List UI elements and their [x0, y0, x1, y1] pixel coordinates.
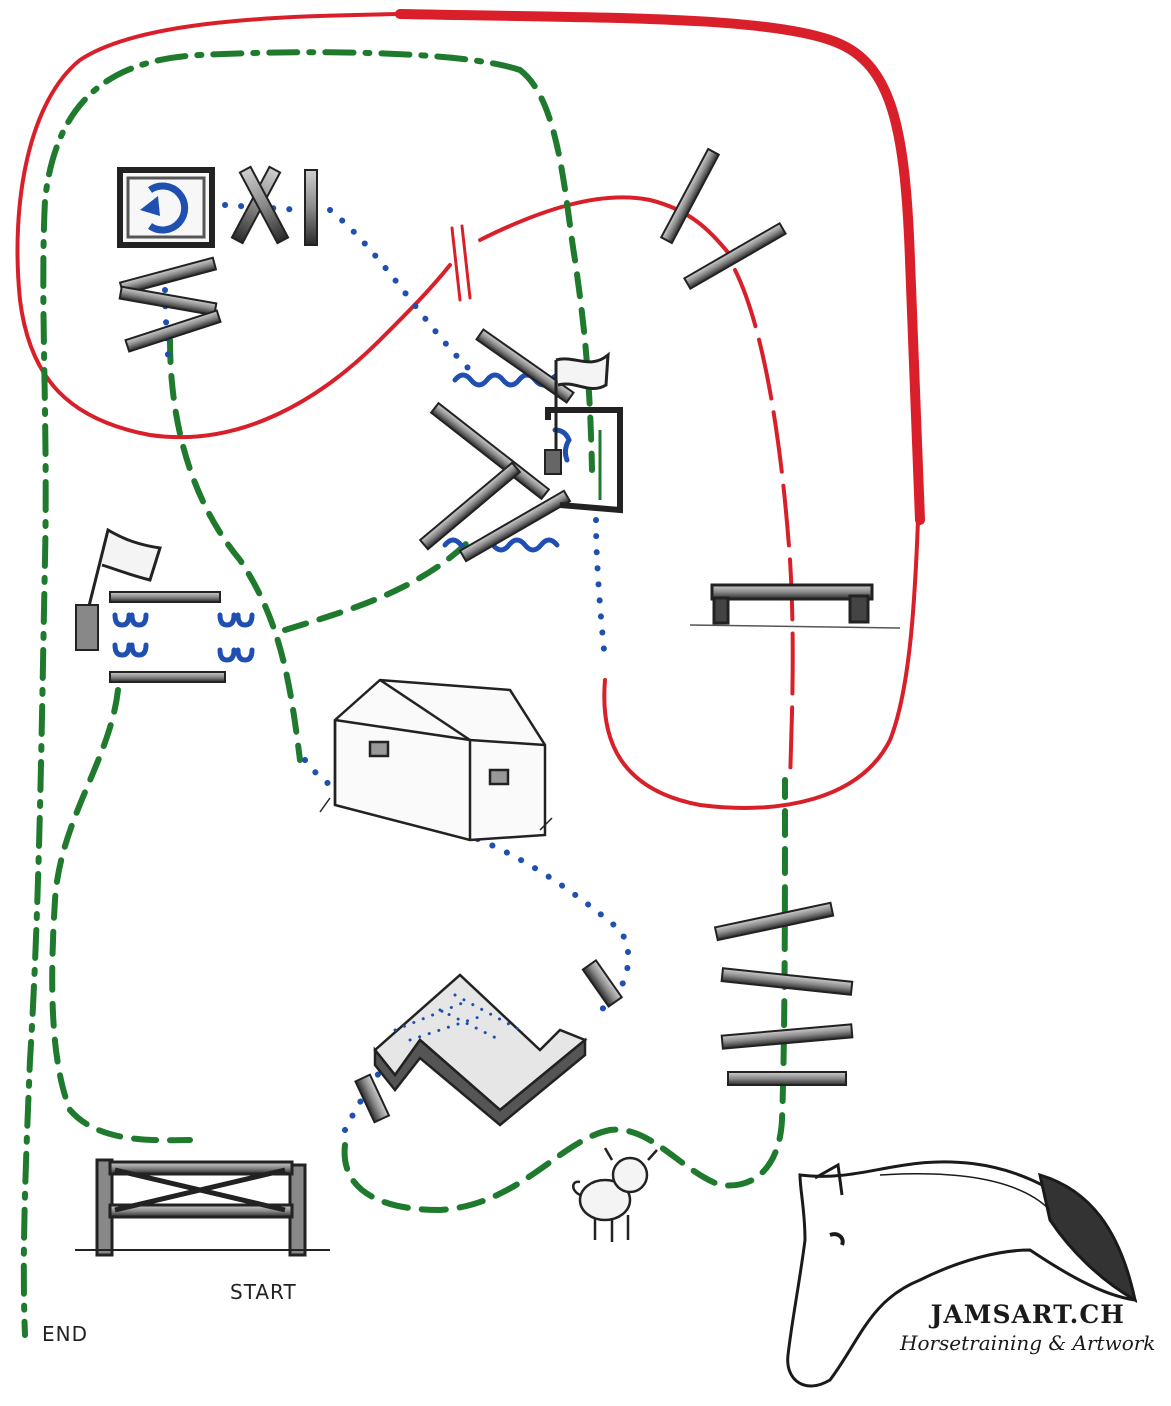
- house-obstacle: [319, 678, 553, 842]
- green-route-top: [20, 49, 523, 1338]
- turn-box-obstacle: [117, 167, 215, 248]
- brand-block: JAMSART.CH Horsetraining & Artwork: [900, 1300, 1155, 1355]
- flag-icon: [554, 351, 610, 450]
- ground-poles: [109, 147, 854, 1124]
- raised-pole-obstacle: [689, 583, 901, 629]
- flag-obstacle: [75, 527, 162, 651]
- brand-name: JAMSART.CH: [930, 1300, 1125, 1329]
- flag-icon: [86, 527, 162, 611]
- hoof-prints-icon: [112, 612, 255, 663]
- green-route-left-loop: [49, 687, 193, 1144]
- cow-icon: [572, 1147, 658, 1242]
- pen-with-flag: [544, 351, 623, 514]
- zigzag-bridge-obstacle: [373, 973, 588, 1127]
- start-label: START: [230, 1280, 297, 1304]
- end-label: END: [42, 1322, 88, 1346]
- start-gate-obstacle: [75, 1158, 330, 1257]
- blue-route: [162, 202, 632, 1133]
- red-route-outer-loop: [395, 9, 925, 525]
- red-route-outer-loop-left: [15, 12, 452, 440]
- turn-around-icon: [140, 182, 189, 234]
- green-route-right-down: [517, 67, 595, 473]
- green-route: [20, 49, 788, 1338]
- red-route-bottom-curve: [602, 518, 920, 810]
- red-route: [15, 9, 925, 810]
- brand-tagline: Horsetraining & Artwork: [900, 1331, 1156, 1355]
- red-route-middle: [478, 195, 732, 257]
- green-route-to-fork: [282, 537, 473, 633]
- green-route-bottom: [341, 777, 788, 1214]
- horse-logo-icon: [786, 1160, 1138, 1388]
- green-route-from-box: [167, 337, 303, 763]
- red-route-lower-loop: [733, 268, 795, 782]
